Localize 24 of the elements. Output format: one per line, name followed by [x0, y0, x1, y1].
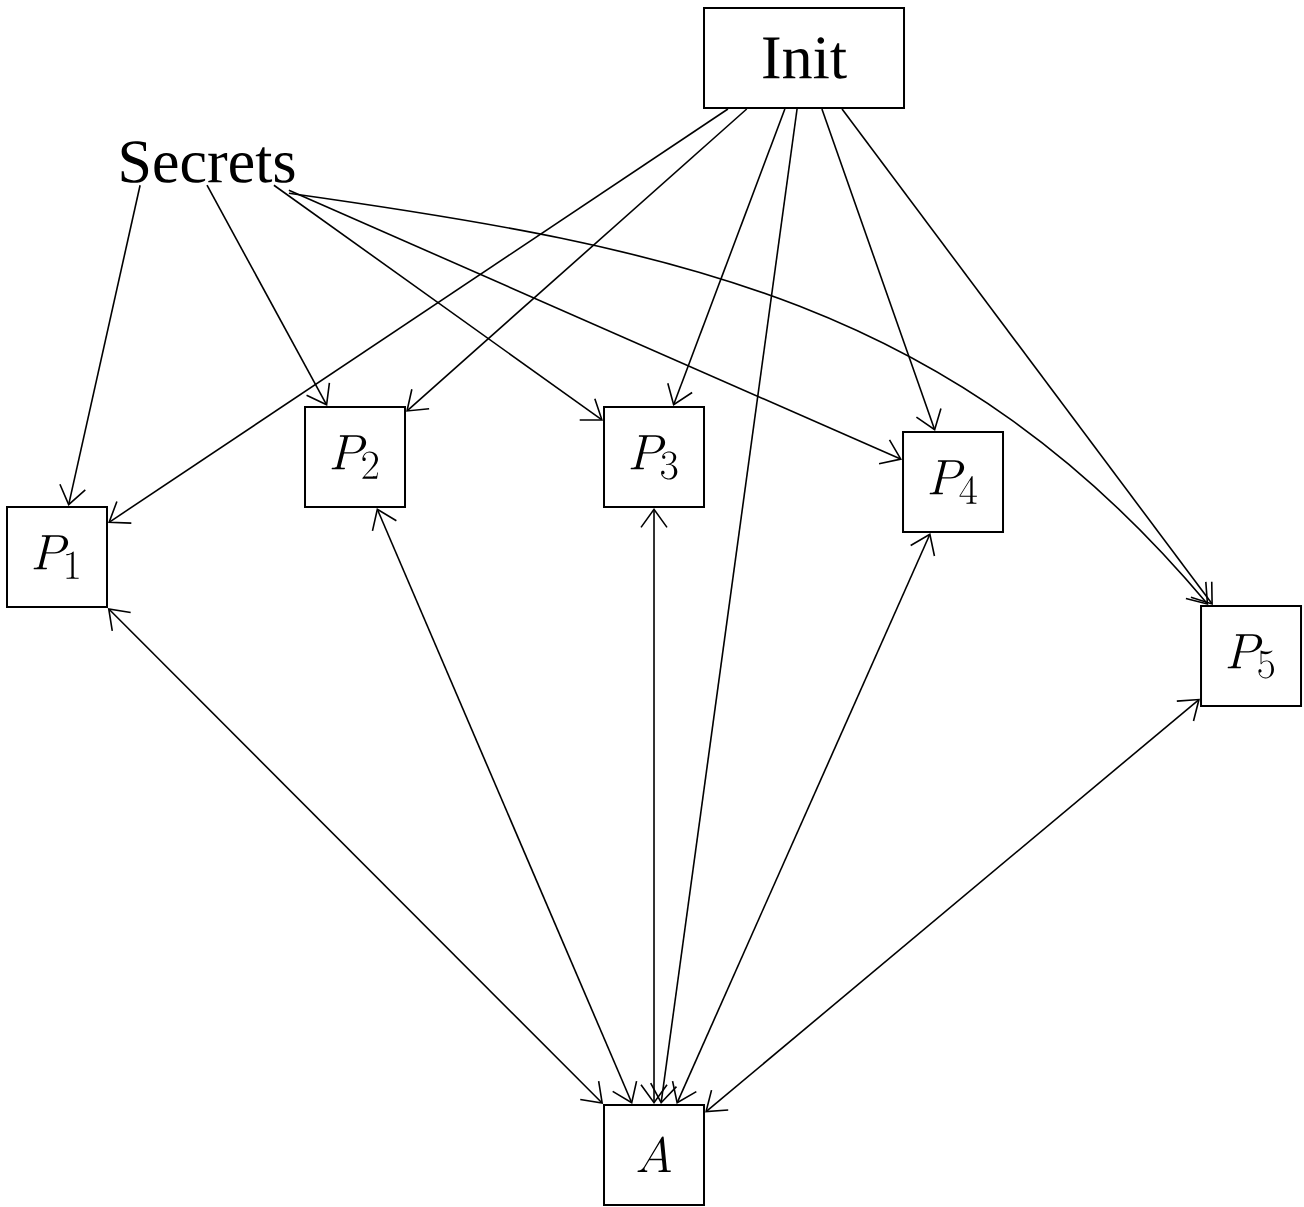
arrow: [671, 533, 936, 1105]
arrow: [59, 184, 141, 506]
arrow: [667, 108, 786, 406]
arrow: [206, 184, 331, 406]
arrow: [371, 508, 638, 1105]
arrow: [288, 192, 1209, 605]
arrow: [640, 508, 668, 1105]
process-box: $P_4$: [902, 431, 1004, 533]
process-box: $P_3$: [603, 406, 705, 508]
arrow: [821, 108, 942, 431]
process-box: $A$: [603, 1104, 705, 1207]
source-label: Secrets: [121, 141, 295, 183]
arrow: [107, 608, 604, 1105]
process-box: $P_1$: [6, 506, 108, 608]
arrow: [649, 108, 798, 1105]
arrow: [288, 189, 903, 465]
arrow: [705, 698, 1200, 1113]
arrow: [108, 108, 729, 524]
arrow: [841, 108, 1213, 605]
arrow: [273, 184, 603, 421]
process-box: $P_2$: [304, 406, 406, 508]
process-box: Init: [703, 7, 905, 109]
arrow: [406, 108, 748, 412]
process-box: $P_5$: [1200, 605, 1302, 707]
